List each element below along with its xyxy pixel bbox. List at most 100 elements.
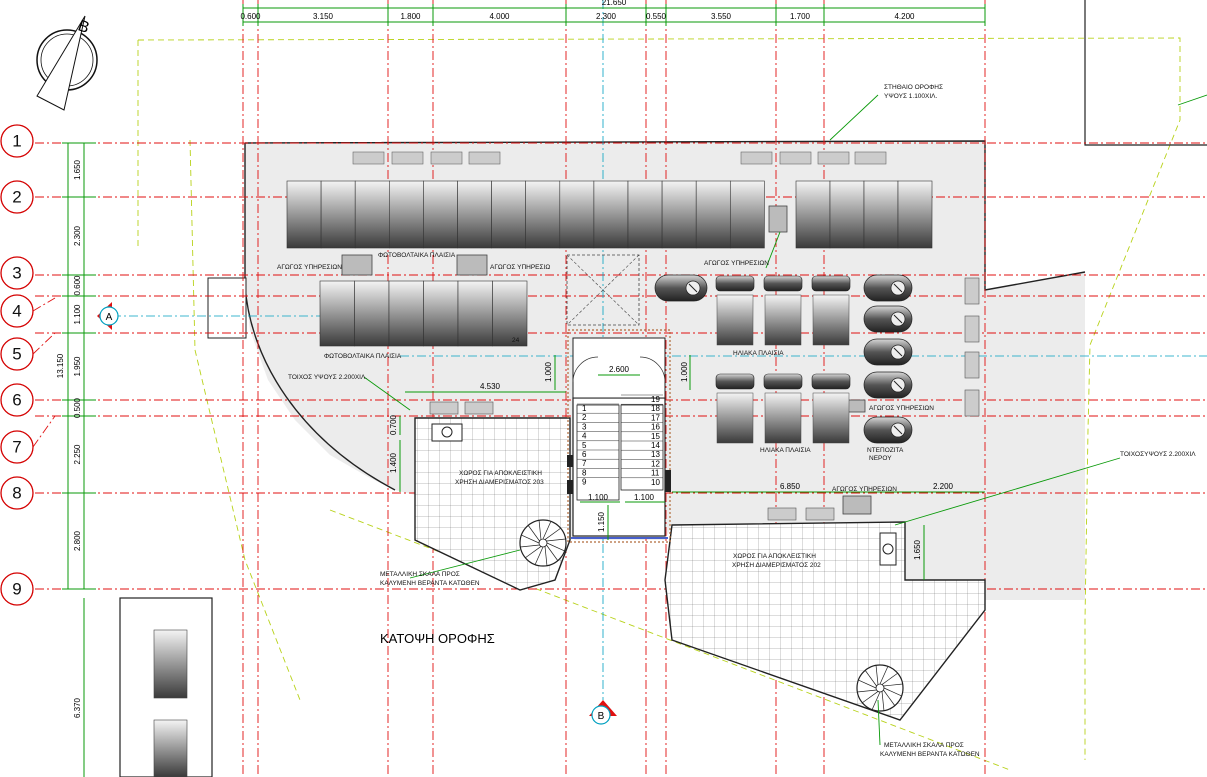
stair-step-number: 12 [651,459,660,468]
vent-unit [740,151,773,165]
annotations: ΣΤΗΘΑΙΟ ΟΡΟΦΗΣ ΥΨΟΥΣ 1.100ΧΙΛ. ΦΩΤΟΒΟΛΤΑ… [277,84,1196,758]
tank-cap-mark [893,347,903,357]
dim-inner: 4.530 [480,382,501,391]
spiral-stair-right [856,664,904,712]
spiral-step [538,520,542,540]
stair-step-number: 18 [651,404,660,413]
spiral-step [862,691,879,704]
stair-step-number: 3 [582,422,587,431]
stithaio-height-label: ΥΨΟΥΣ 1.100ΧΙΛ. [884,93,938,100]
dim-inner: 2.200 [933,482,954,491]
stair-step-number: 6 [582,450,587,459]
wall-right-label: ΤΟΙΧΟΣΥΨΟΥΣ 2.200ΧΙΛ [1120,451,1196,458]
north-arrow: B [36,15,98,111]
door-jamb [567,455,573,467]
stair-core [567,329,671,543]
solar-panel [812,392,850,444]
spiral-step [546,544,559,561]
solar-panels-label-1: ΗΛΙΑΚΑ ΠΛΑΙΣΙΑ [733,350,784,357]
stair-step-number: 4 [582,432,587,441]
spiral-step [879,666,889,685]
water-tanks [654,274,913,444]
dim-segment: 3.150 [313,12,334,21]
stair-step-number: 8 [582,468,587,477]
tank-cap-mark [688,283,698,293]
pv-panel [320,180,356,249]
spiral-step [857,689,877,693]
stair-step-number: 13 [651,450,660,459]
service-duct-label-2: ΑΓΩΓΟΣ ΥΠΗΡΕΣΙΩ [490,264,550,271]
spiral-step [883,683,903,687]
stair-step-number: 5 [582,441,587,450]
vent-unit [468,151,501,165]
stair-step-number: 10 [651,478,660,487]
pv-panel [491,180,527,249]
pv-panel-array-1 [286,180,765,249]
solar-collectors [715,275,851,444]
spiral-step [542,521,552,540]
service-ducts [341,205,872,515]
spiral-step [858,679,877,689]
dim-segment: 2.300 [596,12,617,21]
pv-panels-label-1: ΦΩΤΟΒΟΛΤΑΙΚΑ ΠΛΑΙΣΙΑ [378,252,456,259]
dim-segment: 0.600 [240,12,261,21]
tank-cap-mark [893,425,903,435]
pv-panel [661,180,697,249]
stair-step-number: 1 [582,404,587,413]
solar-panels-label-2: ΗΛΙΑΚΑ ΠΛΑΙΣΙΑ [760,447,811,454]
dim-left-segment: 1.650 [73,159,82,180]
space-202-label-2: ΧΡΗΣΗ ΔΙΑΜΕΡΙΣΜΑΤΟΣ 202 [732,562,821,569]
side-units [964,277,980,417]
stair-step-number: 7 [582,459,587,468]
grid-bubble [0,124,34,158]
vent-unit [391,151,424,165]
spiral-step [521,534,540,544]
solar-panel [812,294,850,346]
spiral-step [534,546,544,565]
pv-panel [388,280,424,347]
stair-step-number: 2 [582,413,587,422]
dim-left-segment: 0.500 [73,397,82,418]
grid-bubble [0,180,34,214]
pv-panel [423,180,458,249]
dim-segment: 3.550 [711,12,732,21]
dim-left-segment: 0.600 [73,275,82,296]
grid-bubble-leader [32,415,56,448]
dim-inner: 0.700 [389,414,398,435]
service-duct-label-3: ΑΓΩΓΟΣ ΥΠΗΡΕΣΙΩΝ [704,260,769,267]
stair-step-number: 15 [651,432,660,441]
solar-tank [715,275,755,292]
dim-left-segment: 1.950 [73,356,82,377]
grid-bubble-label: 5 [12,345,21,364]
solar-tank [811,275,851,292]
section-marker-b: B [589,700,617,725]
grid-bubble-label: 6 [12,391,21,410]
leader-lines [363,94,1207,746]
dim-segment: 4.000 [489,12,510,21]
dim-segment: 4.200 [894,12,915,21]
space-203-label-2: ΧΡΗΣΗ ΔΙΑΜΕΡΙΣΜΑΤΟΣ 203 [455,479,544,486]
tank-cap-mark [893,314,903,324]
stair-step-number: 16 [651,423,660,432]
vent-unit [854,151,887,165]
pv-panel [492,280,528,347]
tank-cap-mark [893,283,903,293]
spiral-step [883,689,896,706]
spiral-step [871,691,881,710]
dim-total: 21.650 [602,0,627,7]
spiral-step [546,542,565,552]
spiral-step [520,544,540,548]
tank-cap-mark [893,380,903,390]
service-duct-label-4: ΑΓΩΓΟΣ ΥΠΗΡΕΣΙΩΝ [869,405,934,412]
dim-inner: 1.650 [913,539,922,560]
solar-panel [764,392,802,444]
spiral-step [875,665,879,685]
dim-left-segment: 2.800 [73,530,82,551]
dim-segment: 1.700 [790,12,811,21]
stair-step-number: 9 [582,478,587,487]
stithaio-label: ΣΤΗΘΑΙΟ ΟΡΟΦΗΣ [884,84,943,91]
solar-panel [716,294,754,346]
grid-bubble [0,256,34,290]
